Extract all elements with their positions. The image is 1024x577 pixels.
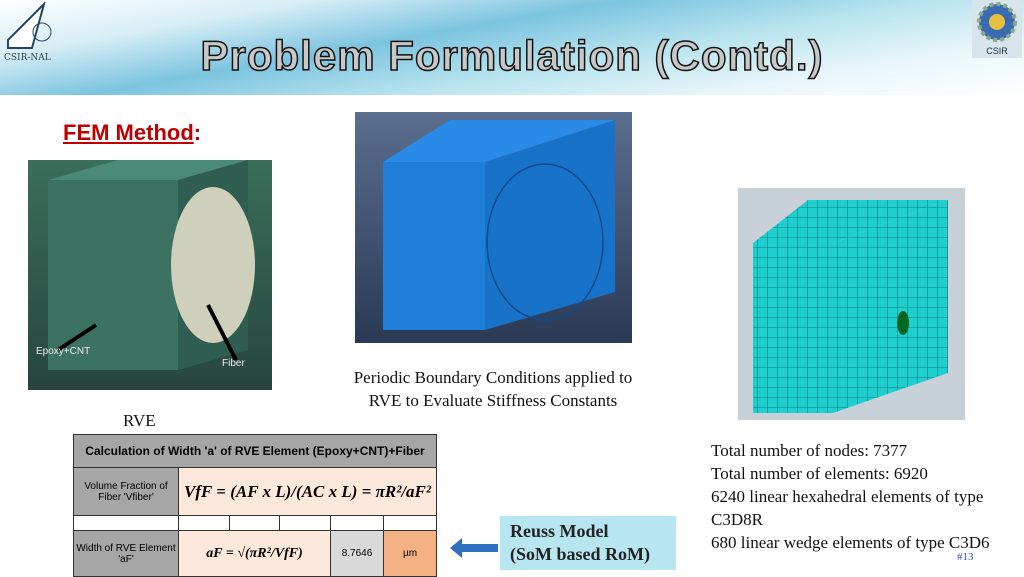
pbc-cube-image	[355, 112, 632, 343]
volume-fraction-label: Volume Fraction of Fiber 'Vfiber'	[73, 467, 179, 516]
callout-line: (SoM based RoM)	[510, 544, 650, 564]
width-formula: aF = √(πR²/VfF)	[178, 530, 331, 577]
width-value: 8.7646	[330, 530, 384, 577]
rve-cube-image: Epoxy+CNT Fiber	[28, 160, 272, 390]
stat-line: 6240 linear hexahedral elements of type …	[711, 487, 984, 529]
callout-line: Reuss Model	[510, 521, 609, 541]
table-title: Calculation of Width 'a' of RVE Element …	[73, 434, 437, 468]
fiber-label: Fiber	[222, 358, 245, 369]
matrix-label: Epoxy+CNT	[36, 346, 91, 357]
stat-line: 680 linear wedge elements of type C3D6	[711, 533, 990, 552]
reuss-model-callout: Reuss Model (SoM based RoM)	[500, 516, 676, 570]
page-number: #13	[957, 551, 974, 563]
volume-fraction-formula: VfF = (AF x L)/(AC x L) = πR²/aF²	[178, 467, 437, 516]
section-label: FEM Method	[63, 120, 194, 145]
arrow-left-icon	[450, 538, 498, 558]
mesh-stats: Total number of nodes: 7377 Total number…	[711, 439, 1011, 554]
width-label: Width of RVE Element 'aF'	[73, 530, 179, 577]
mesh-cube-image	[738, 188, 965, 420]
pbc-caption: Periodic Boundary Conditions applied to …	[353, 368, 633, 410]
logo-text: CSIR-NAL	[4, 53, 51, 63]
width-unit: µm	[383, 530, 437, 577]
page-title: Problem Formulation (Contd.)	[200, 31, 824, 80]
stat-line: Total number of nodes: 7377	[711, 441, 908, 460]
csir-nal-logo: CSIR-NAL	[4, 0, 62, 64]
section-heading: FEM Method:	[63, 120, 201, 146]
csir-logo: CSIR	[972, 0, 1022, 58]
header-banner	[0, 0, 1024, 95]
logo-text: CSIR	[986, 46, 1008, 56]
rve-caption: RVE	[123, 411, 156, 430]
rve-width-table: Calculation of Width 'a' of RVE Element …	[73, 434, 437, 577]
colon: :	[193, 120, 202, 145]
stat-line: Total number of elements: 6920	[711, 464, 928, 483]
